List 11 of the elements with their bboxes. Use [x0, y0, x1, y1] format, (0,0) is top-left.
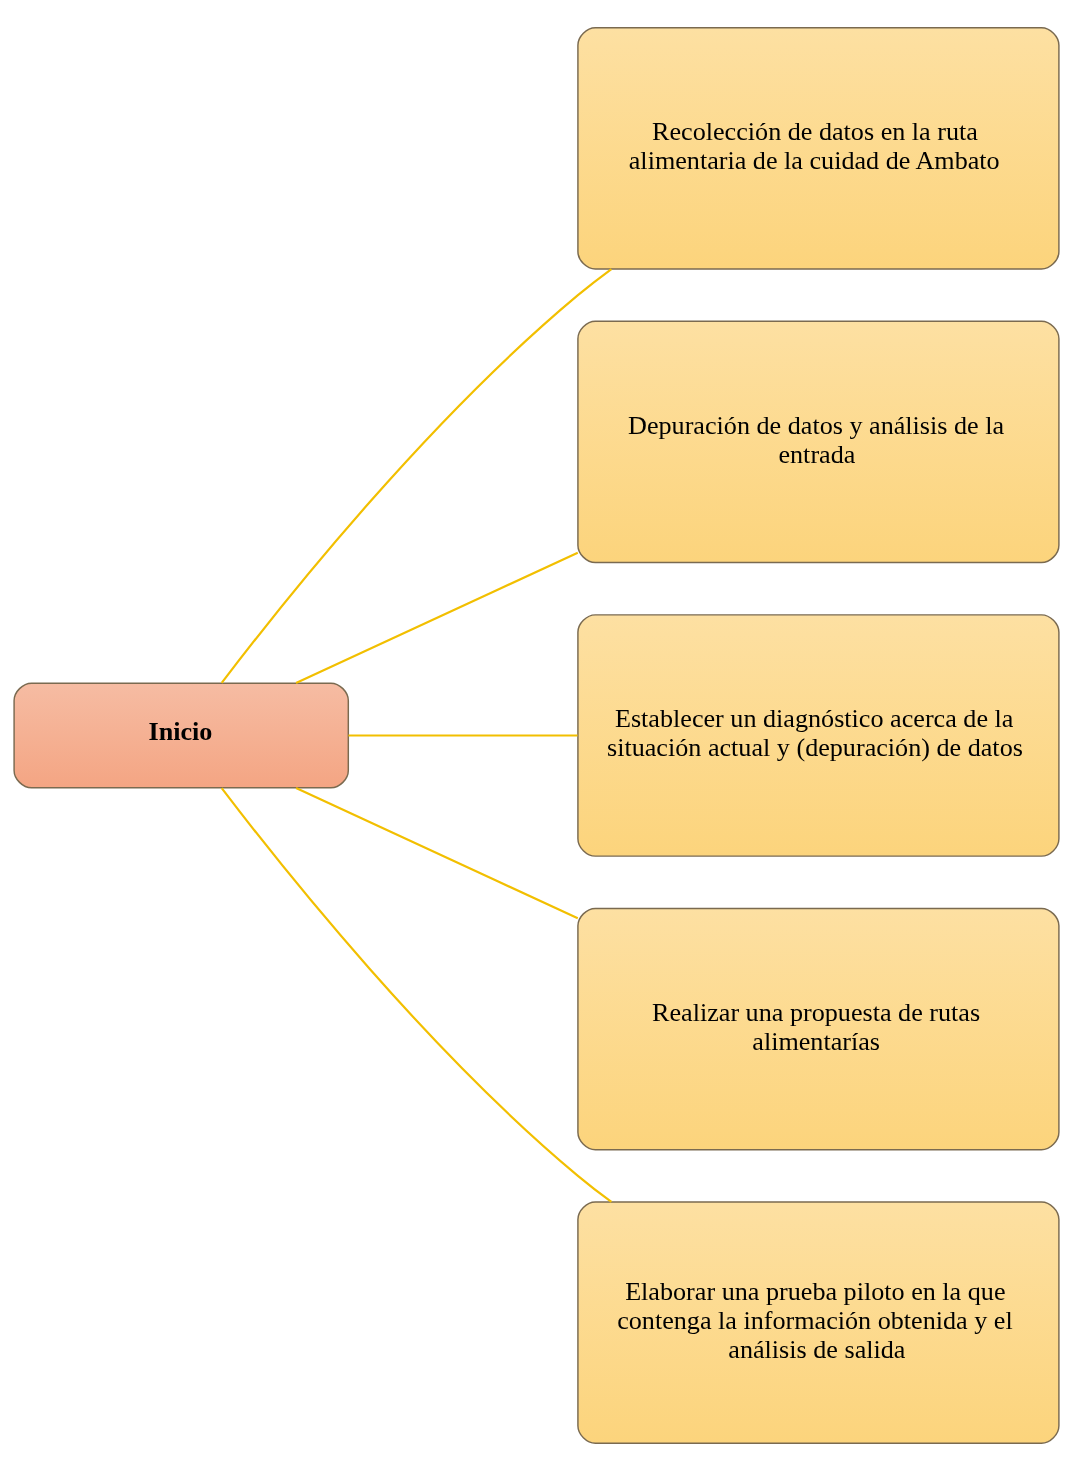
node-box: Elaborar una prueba piloto en la que contenga la información obtenida y el análisis de salida [577, 1200, 1060, 1444]
node-box: Depuración de datos y análisis de la entrada [577, 320, 1060, 563]
node-box: Establecer un diagnóstico acerca de la situación actual y (depuración) de datos [577, 613, 1060, 857]
node-box: Realizar una propuesta de rutas alimentarías [577, 907, 1060, 1150]
node-box: Inicio [13, 681, 350, 789]
connector [348, 733, 578, 737]
connector [295, 551, 579, 684]
connector [220, 267, 613, 684]
connector [295, 786, 579, 919]
connector [220, 786, 613, 1203]
node-box: Recolección de datos en la ruta alimentaria de la cuidad de Ambato [577, 26, 1060, 270]
